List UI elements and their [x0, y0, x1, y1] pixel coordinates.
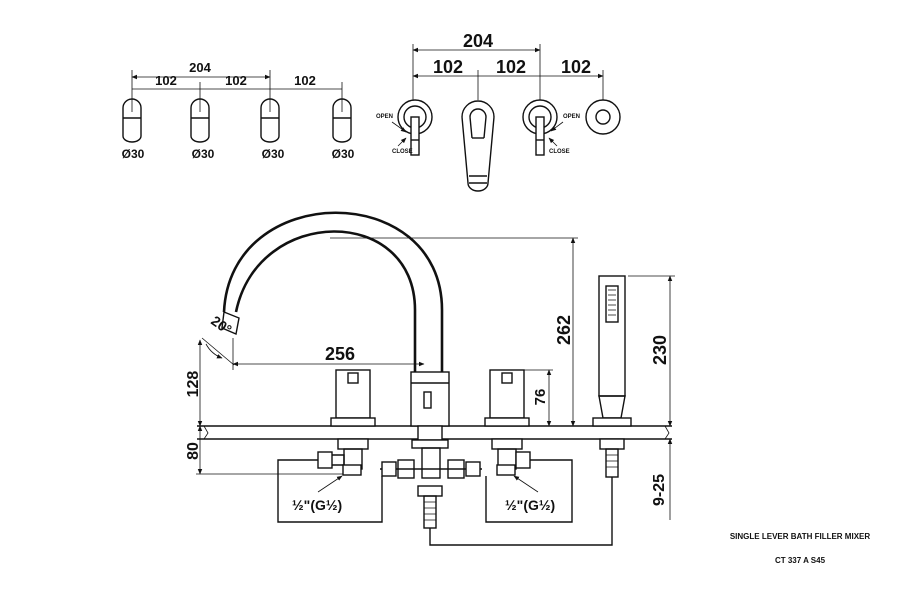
plan-spout — [461, 100, 495, 192]
dim-102-left-2: 102 — [225, 73, 247, 88]
plan-lever-left — [397, 99, 433, 156]
diameter-2: Ø30 — [192, 147, 215, 161]
dim-102-left-3: 102 — [294, 73, 316, 88]
hose-left — [277, 459, 383, 523]
angle-20: 20° — [208, 312, 235, 337]
outlet-2 — [190, 98, 210, 143]
dim-204-left: 204 — [189, 60, 211, 75]
handle-right — [484, 369, 531, 476]
outlet-1 — [122, 98, 142, 143]
dim-262: 262 — [554, 315, 574, 345]
hose-shower — [429, 477, 613, 546]
valve-centre — [380, 425, 482, 529]
open-label-right: OPEN — [563, 114, 580, 120]
dim-128: 128 — [185, 371, 202, 398]
hose-right — [485, 459, 573, 523]
plan-lever-right — [522, 99, 558, 156]
plan-left: 204 102 102 102 Ø30 Ø30 Ø30 Ø30 — [122, 60, 355, 161]
dim-102-right-1: 102 — [433, 57, 463, 77]
outlet-4 — [332, 98, 352, 143]
thread-right: ½"(G½) — [505, 497, 555, 513]
spout — [221, 211, 450, 427]
diameter-1: Ø30 — [122, 147, 145, 161]
thread-left: ½"(G½) — [292, 497, 342, 513]
spout-body — [410, 371, 450, 427]
caption-title: SINGLE LEVER BATH FILLER MIXER — [730, 532, 871, 541]
dim-76: 76 — [532, 389, 549, 406]
diameter-3: Ø30 — [262, 147, 285, 161]
open-label-left: OPEN — [376, 114, 393, 120]
close-label-left: CLOSE — [392, 149, 413, 155]
plan-shower-holder — [585, 99, 621, 135]
diameter-4: Ø30 — [332, 147, 355, 161]
close-label-right: CLOSE — [549, 149, 570, 155]
dim-80: 80 — [185, 442, 202, 460]
dim-102-right-3: 102 — [561, 57, 591, 77]
handle-left — [317, 369, 376, 476]
dim-102-left-1: 102 — [155, 73, 177, 88]
dim-102-right-2: 102 — [496, 57, 526, 77]
outlet-3 — [260, 98, 280, 143]
hand-shower — [592, 275, 632, 478]
dim-9-25: 9-25 — [651, 474, 668, 506]
elevation: 256 20° 128 80 262 76 — [185, 211, 675, 546]
plan-right: 204 102 102 102 OPEN CLOSE — [376, 31, 621, 192]
caption-code: CT 337 A S45 — [775, 556, 826, 565]
dim-230: 230 — [650, 335, 670, 365]
dim-204-right: 204 — [463, 31, 493, 51]
dim-256: 256 — [325, 344, 355, 364]
